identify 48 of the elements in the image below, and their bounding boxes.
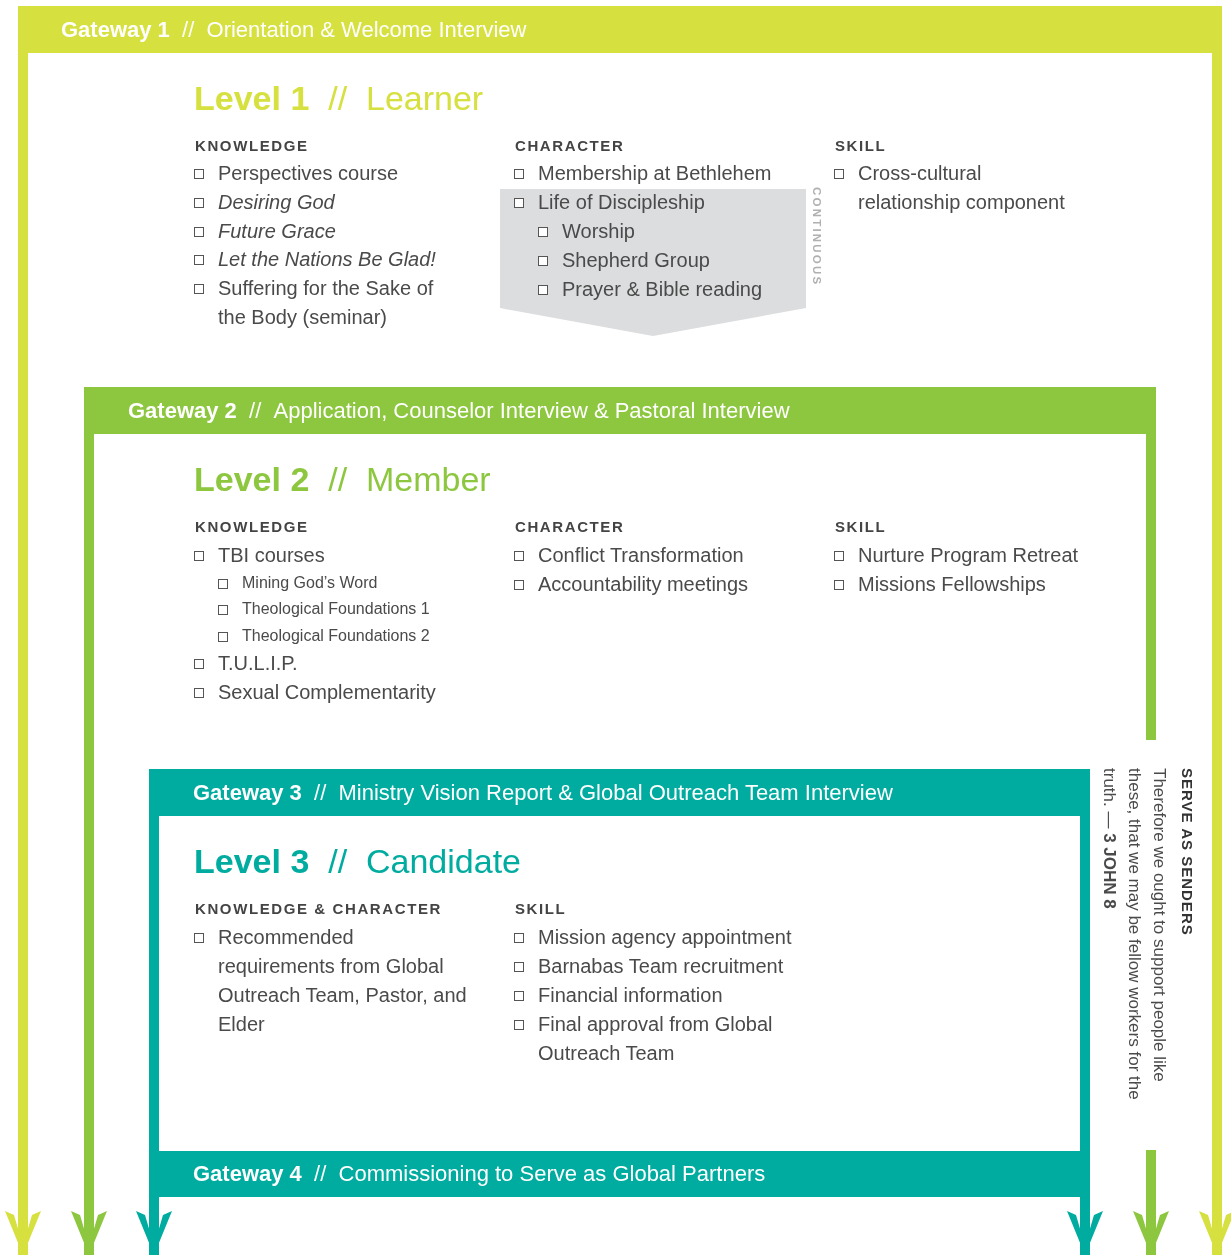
checklist-item: T.U.L.I.P.: [218, 651, 298, 676]
column-header: KNOWLEDGE & CHARACTER: [195, 900, 442, 918]
checklist-item: Nurture Program Retreat: [858, 543, 1079, 568]
checklist-item: Sexual Complementarity: [218, 680, 436, 705]
column-header: CHARACTER: [515, 518, 625, 536]
gateway-band: [18, 6, 1222, 53]
checklist-item: Desiring God: [218, 190, 335, 215]
gateway-title: Gateway 3 // Ministry Vision Report & Global Outreach Team Interview: [193, 779, 893, 806]
column-header: SKILL: [515, 900, 567, 918]
checklist-item: Missions Fellowships: [858, 572, 1046, 597]
checklist-item: Final approval from Global Outreach Team: [538, 1012, 774, 1066]
checklist-item: TBI courses: [218, 543, 325, 568]
checklist-item: Suffering for the Sake of the Body (seminar): [218, 276, 435, 330]
chevron-shape: [500, 189, 806, 336]
checklist-item: Cross-cultural relationship component: [858, 161, 1066, 215]
column-header: KNOWLEDGE: [195, 137, 309, 155]
checklist-item: Life of Discipleship: [538, 190, 705, 215]
level-heading: Level 3 // Candidate: [194, 841, 521, 881]
checklist-item: Let the Nations Be Glad!: [218, 247, 436, 272]
gateway-title: Gateway 4 // Commissioning to Serve as Global Partners: [193, 1161, 766, 1187]
gateway-title: Gateway 2 // Application, Counselor Interview & Pastoral Interview: [128, 397, 790, 424]
checklist-item: Prayer & Bible reading: [562, 277, 763, 302]
checklist-item: Recommended requirements from Global Outreach Team, Pastor, and Elder: [218, 925, 468, 1037]
level-heading: Level 1 // Learner: [194, 78, 484, 118]
column-header: KNOWLEDGE: [195, 518, 309, 536]
checklist-item: Conflict Transformation: [538, 543, 744, 568]
gateway-band: [149, 769, 1090, 816]
checklist-item: Financial information: [538, 983, 723, 1008]
gateway-band: [84, 387, 1156, 434]
side-note: CONTINUOUS: [810, 187, 824, 287]
checklist-item: Accountability meetings: [538, 572, 749, 597]
checklist-item: Shepherd Group: [562, 248, 710, 273]
column-header: SKILL: [835, 137, 887, 155]
column-header: CHARACTER: [515, 137, 625, 155]
checklist-item: Future Grace: [218, 219, 336, 244]
checklist-item: Theological Foundations 1: [242, 599, 430, 619]
level-heading: Level 2 // Member: [194, 459, 491, 499]
checklist-item: Worship: [562, 219, 635, 244]
column-header: SKILL: [835, 518, 887, 536]
checklist-item: Theological Foundations 2: [242, 626, 430, 646]
checklist-item: Barnabas Team recruitment: [538, 954, 784, 979]
checklist-item: Mission agency appointment: [538, 925, 792, 950]
checklist-item: Membership at Bethlehem: [538, 161, 772, 186]
checklist-item: Perspectives course: [218, 161, 399, 186]
gateway-title: Gateway 1 // Orientation & Welcome Interview: [61, 16, 527, 43]
side-heading: SERVE AS SENDERS: [1178, 768, 1197, 938]
checklist-item: Mining God’s Word: [242, 573, 378, 593]
gateway-band: [149, 1151, 1090, 1197]
